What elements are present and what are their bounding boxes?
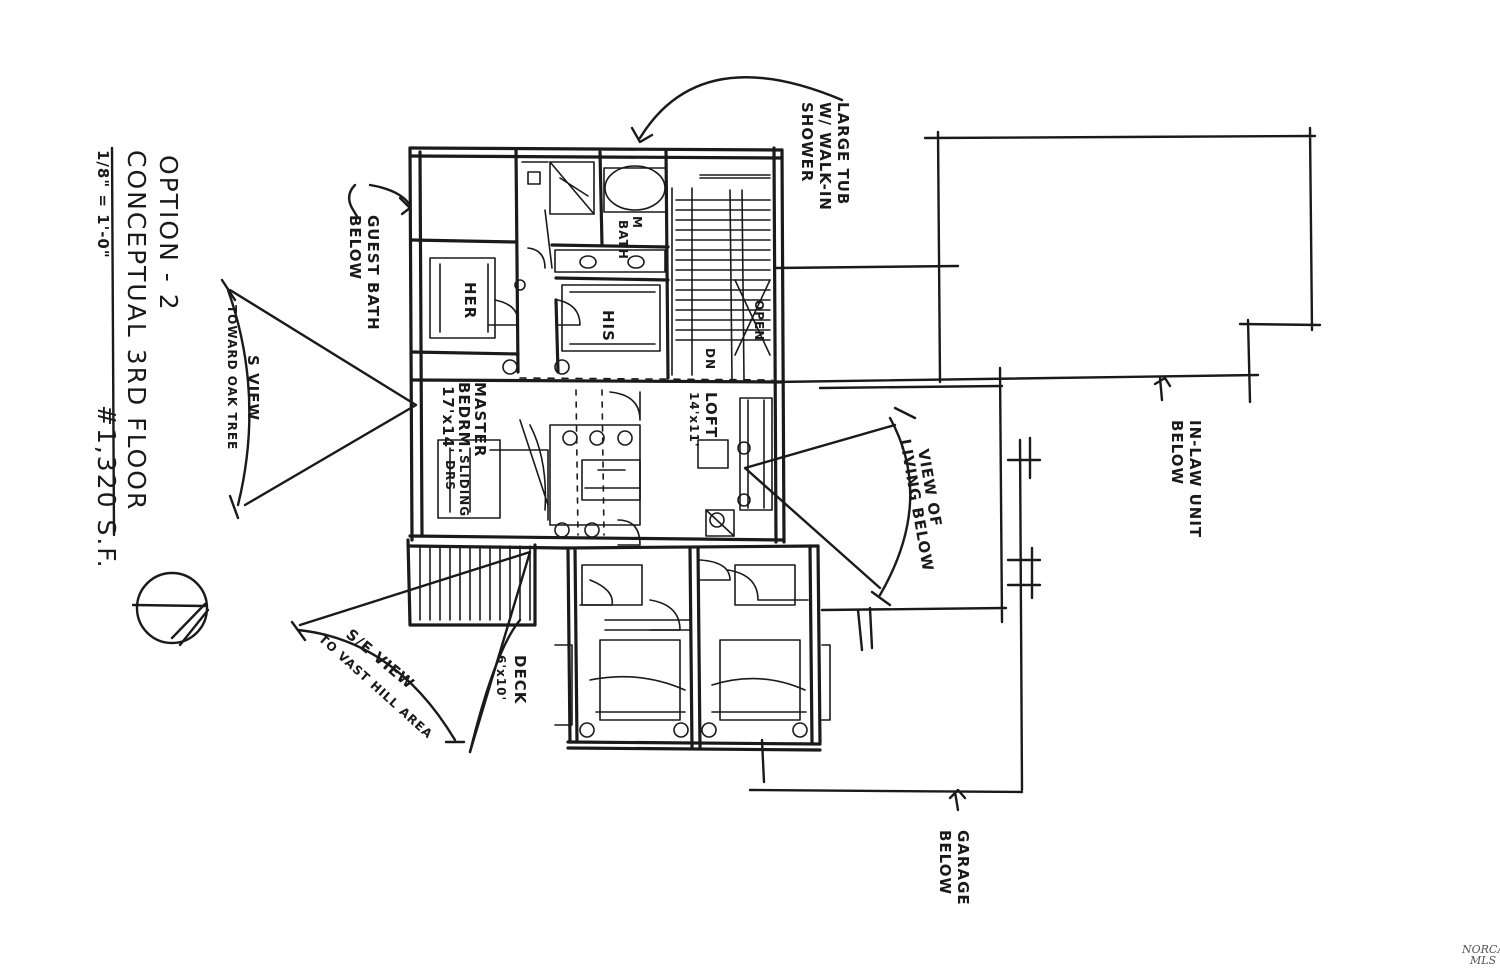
label-master-3: 17'x14' xyxy=(439,386,457,454)
view-lines xyxy=(220,76,1172,812)
label-his: HIS xyxy=(599,310,617,342)
title-scale: 1/8" = 1'-0" xyxy=(94,150,112,259)
label-guest-bath-1: GUEST BATH xyxy=(364,215,382,331)
label-s-view-1: S VIEW xyxy=(244,355,262,421)
label-master-1: MASTER xyxy=(471,382,489,457)
label-dn: DN xyxy=(703,348,717,370)
label-loft-1: LOFT xyxy=(702,392,720,438)
label-open: OPEN xyxy=(752,300,766,341)
label-deck-1: DECK xyxy=(511,655,529,705)
garage-outline xyxy=(748,366,1042,794)
interior-details xyxy=(419,161,831,738)
label-large-tub-3: SHOWER xyxy=(798,102,816,182)
label-in-law-1: IN-LAW UNIT xyxy=(1186,420,1204,538)
label-loft-2: 14'x11' xyxy=(687,392,701,448)
label-large-tub-2: W/ WALK-IN xyxy=(816,102,834,211)
label-large-tub-1: LARGE TUB xyxy=(834,102,852,205)
title-option: OPTION - 2 xyxy=(154,155,183,312)
label-master-2: BEDRM. xyxy=(455,382,473,454)
label-deck-2: 6'x10' xyxy=(494,655,508,701)
label-garage-2: BELOW xyxy=(936,830,954,895)
label-garage-1: GARAGE xyxy=(954,830,972,906)
watermark-line1: NORCAL xyxy=(1461,943,1500,956)
label-in-law-2: BELOW xyxy=(1168,420,1186,485)
title-conceptual: CONCEPTUAL 3RD FLOOR xyxy=(122,150,151,511)
label-sliding-1: SLIDING xyxy=(457,455,471,517)
norcal-mls-watermark: NORCAL MLS xyxy=(1461,943,1500,967)
title-block: OPTION - 2 CONCEPTUAL 3RD FLOOR 1/8" = 1… xyxy=(92,146,183,570)
label-m-bath-2: BATH xyxy=(616,220,630,260)
watermark-line2: MLS xyxy=(1469,954,1497,967)
label-guest-bath-2: BELOW xyxy=(346,215,364,280)
label-sliding-2: DRS xyxy=(443,460,457,491)
north-arrow-icon xyxy=(131,571,210,647)
label-her: HER xyxy=(461,282,479,319)
label-s-view-2: TOWARD OAK TREE xyxy=(225,305,239,450)
in-law-unit-outline xyxy=(773,126,1322,404)
title-area: #1,320 S.F. xyxy=(92,405,121,570)
label-m-bath-1: M xyxy=(630,216,644,229)
